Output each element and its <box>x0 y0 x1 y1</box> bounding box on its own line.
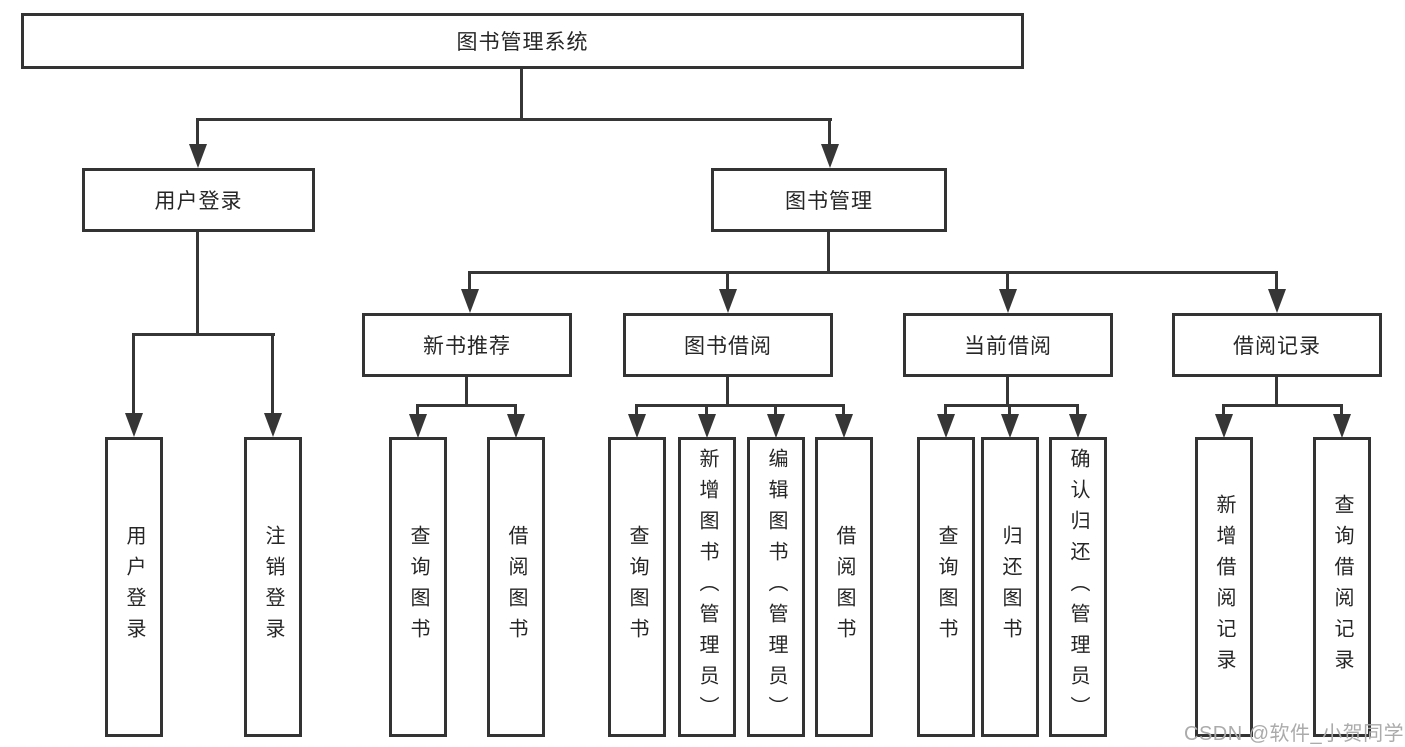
arrow-down-icon <box>125 413 143 437</box>
node-new-book-recommend: 新书推荐 <box>362 313 572 377</box>
connector-line <box>827 232 830 274</box>
connector-line <box>196 232 199 336</box>
node-borrowing-records: 借阅记录 <box>1172 313 1382 377</box>
node-label: 查询图书 <box>935 525 957 649</box>
node-book-management-branch: 图书管理 <box>711 168 947 232</box>
node-logout: 注销登录 <box>244 437 302 737</box>
node-label: 用户登录 <box>154 190 243 213</box>
connector-line <box>635 404 845 407</box>
node-label: 图书管理系统 <box>456 31 589 54</box>
connector-line <box>1076 404 1079 417</box>
arrow-down-icon <box>719 289 737 313</box>
node-query-books-current: 查询图书 <box>917 437 975 737</box>
node-book-borrowing: 图书借阅 <box>623 313 833 377</box>
arrow-down-icon <box>821 144 839 168</box>
connector-line <box>774 404 777 417</box>
node-borrow-books: 借阅图书 <box>815 437 873 737</box>
watermark: CSDN @软件_小贺同学 <box>1184 723 1405 745</box>
connector-line <box>842 404 845 417</box>
node-label: 注销登录 <box>262 525 284 649</box>
arrow-down-icon <box>767 414 785 438</box>
node-query-books-recommend: 查询图书 <box>389 437 447 737</box>
node-root: 图书管理系统 <box>21 13 1024 69</box>
arrow-down-icon <box>264 413 282 437</box>
connector-line <box>132 333 135 415</box>
connector-line <box>514 404 517 417</box>
node-label: 借阅记录 <box>1233 335 1321 358</box>
arrow-down-icon <box>628 414 646 438</box>
node-add-borrow-record: 新增借阅记录 <box>1195 437 1253 737</box>
arrow-down-icon <box>698 414 716 438</box>
arrow-down-icon <box>937 414 955 438</box>
node-label: 查询图书 <box>626 525 648 649</box>
connector-line <box>1008 404 1011 417</box>
node-label: 新增图书（管理员） <box>696 447 718 727</box>
arrow-down-icon <box>461 289 479 313</box>
connector-line <box>1340 404 1343 417</box>
connector-line <box>1222 404 1343 407</box>
node-borrow-books-recommend: 借阅图书 <box>487 437 545 737</box>
node-query-borrow-record: 查询借阅记录 <box>1313 437 1371 737</box>
connector-line <box>726 377 729 407</box>
arrow-down-icon <box>1069 414 1087 438</box>
connector-line <box>1275 271 1278 291</box>
connector-line <box>1275 377 1278 407</box>
connector-line <box>196 118 199 146</box>
node-label: 借阅图书 <box>833 525 855 649</box>
connector-line <box>132 333 275 336</box>
connector-line <box>1222 404 1225 417</box>
node-label: 图书借阅 <box>684 335 772 358</box>
connector-line <box>465 377 468 407</box>
node-confirm-return-admin: 确认归还（管理员） <box>1049 437 1107 737</box>
arrow-down-icon <box>835 414 853 438</box>
arrow-down-icon <box>1001 414 1019 438</box>
node-user-login-branch: 用户登录 <box>82 168 315 232</box>
connector-line <box>271 333 274 415</box>
connector-line <box>416 404 517 407</box>
arrow-down-icon <box>507 414 525 438</box>
node-label: 查询借阅记录 <box>1331 494 1353 680</box>
node-current-borrowing: 当前借阅 <box>903 313 1113 377</box>
arrow-down-icon <box>189 144 207 168</box>
connector-line <box>828 118 831 146</box>
node-label: 新书推荐 <box>423 335 511 358</box>
connector-line <box>944 404 947 417</box>
node-label: 用户登录 <box>123 525 145 649</box>
node-label: 图书管理 <box>785 190 873 213</box>
connector-line <box>416 404 419 417</box>
connector-line <box>944 404 1079 407</box>
arrow-down-icon <box>999 289 1017 313</box>
node-return-books: 归还图书 <box>981 437 1039 737</box>
node-edit-book-admin: 编辑图书（管理员） <box>747 437 805 737</box>
node-label: 确认归还（管理员） <box>1067 447 1089 727</box>
node-add-book-admin: 新增图书（管理员） <box>678 437 736 737</box>
node-label: 当前借阅 <box>964 335 1052 358</box>
connector-line <box>520 69 523 120</box>
node-query-books-borrowing: 查询图书 <box>608 437 666 737</box>
node-label: 归还图书 <box>999 525 1021 649</box>
connector-line <box>1006 271 1009 291</box>
node-user-login: 用户登录 <box>105 437 163 737</box>
arrow-down-icon <box>1268 289 1286 313</box>
arrow-down-icon <box>1215 414 1233 438</box>
connector-line <box>1006 377 1009 407</box>
node-label: 查询图书 <box>407 525 429 649</box>
connector-line <box>726 271 729 291</box>
connector-line <box>468 271 1278 274</box>
connector-line <box>196 118 832 121</box>
connector-line <box>468 271 471 291</box>
node-label: 编辑图书（管理员） <box>765 447 787 727</box>
arrow-down-icon <box>1333 414 1351 438</box>
arrow-down-icon <box>409 414 427 438</box>
node-label: 新增借阅记录 <box>1213 494 1235 680</box>
node-label: 借阅图书 <box>505 525 527 649</box>
connector-line <box>705 404 708 417</box>
connector-line <box>635 404 638 417</box>
